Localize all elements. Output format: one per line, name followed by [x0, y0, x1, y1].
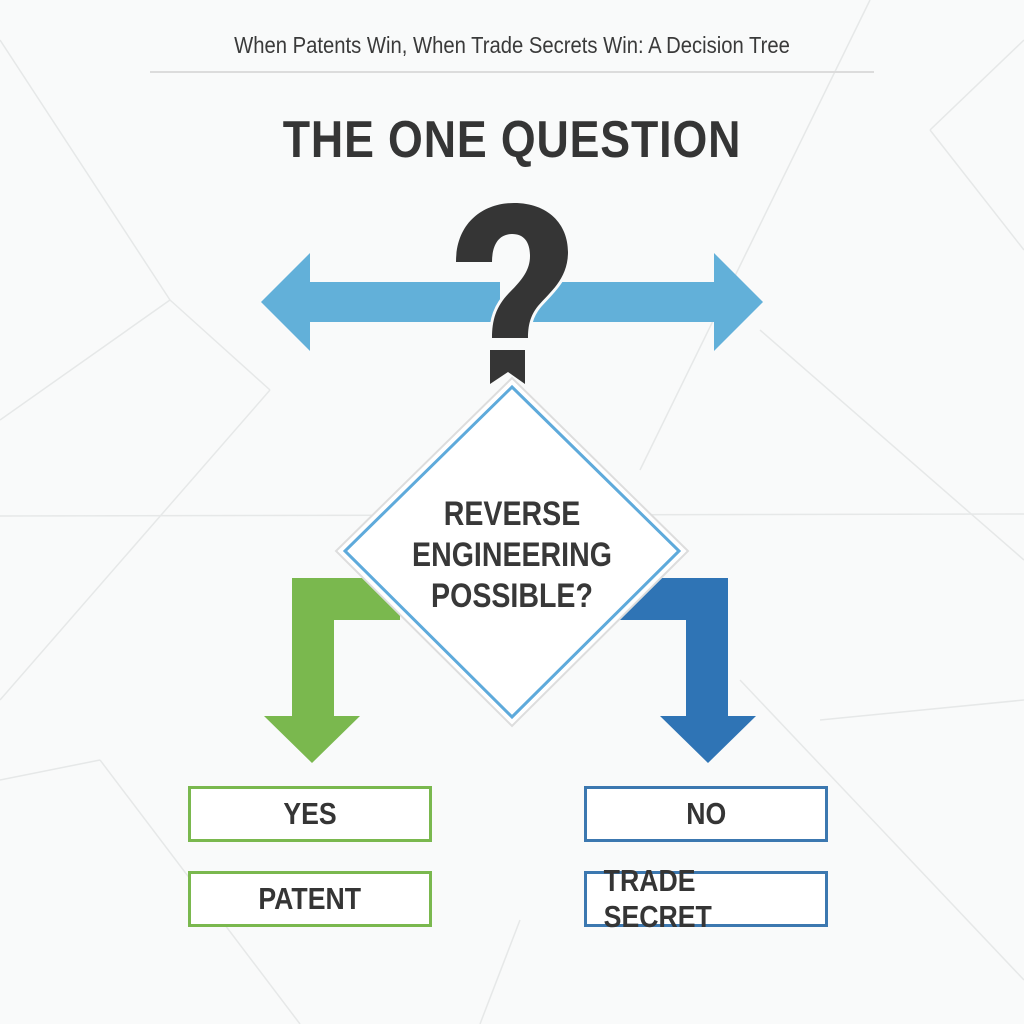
question-line-3: POSSIBLE?: [431, 577, 593, 615]
trade-secret-outcome-box: TRADE SECRET: [584, 863, 828, 934]
yes-answer-box: YES: [188, 786, 432, 842]
double-arrow-icon: [261, 253, 763, 351]
question-line-2: ENGINEERING: [412, 536, 612, 574]
question-line-1: REVERSE: [443, 495, 581, 533]
trade-secret-outcome-label: TRADE SECRET: [603, 863, 712, 934]
header-divider: [150, 71, 874, 73]
patent-outcome-box: PATENT: [188, 871, 432, 927]
no-answer-label: NO: [686, 796, 726, 831]
yes-answer-label: YES: [283, 796, 337, 831]
page-headline: THE ONE QUESTION: [282, 111, 742, 169]
decision-question: REVERSE ENGINEERING POSSIBLE?: [411, 494, 613, 617]
no-branch-arrow: [620, 578, 756, 763]
decision-diamond: [334, 376, 690, 728]
patent-outcome-label: PATENT: [258, 881, 362, 916]
page-subtitle: When Patents Win, When Trade Secrets Win…: [234, 32, 790, 58]
question-mark-icon: [452, 199, 572, 384]
no-answer-box: NO: [584, 786, 828, 842]
yes-branch-arrow: [264, 578, 400, 763]
